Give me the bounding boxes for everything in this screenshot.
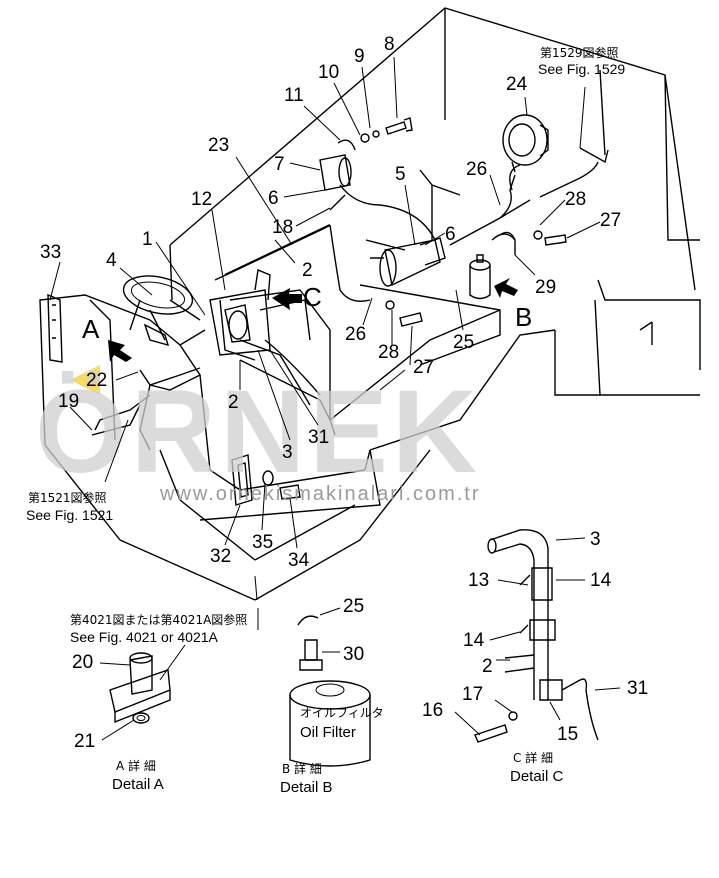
callout-14-lower: 14: [463, 630, 485, 651]
callout-4: 4: [106, 250, 117, 271]
bolt-27-lower: [385, 300, 423, 327]
callout-5: 5: [395, 164, 406, 185]
callout-16: 16: [422, 700, 443, 721]
callout-1: 1: [142, 229, 153, 250]
callout-6-lower: 6: [445, 224, 456, 245]
callout-3-main: 3: [282, 442, 293, 463]
horn: [502, 114, 549, 173]
detail-a: 20 21 A 詳 細 Detail A: [72, 652, 171, 793]
arrow-a-label: A: [82, 314, 100, 344]
callout-3-detail: 3: [590, 529, 601, 550]
ref-4021-jp: 第4021図または第4021A図参照: [70, 612, 247, 627]
callout-31-main: 31: [308, 427, 329, 448]
watermark-text: ÖRNEK: [35, 366, 481, 498]
callout-30: 30: [343, 644, 364, 665]
callout-2-left: 2: [228, 392, 239, 413]
steering-wheel: [122, 275, 201, 347]
console: [209, 269, 271, 356]
callout-21: 21: [74, 731, 95, 752]
callout-33: 33: [40, 242, 61, 263]
arrow-b-label: B: [515, 302, 532, 332]
ref-fig-1529: 第1529図参照 See Fig. 1529: [538, 45, 625, 77]
callout-24: 24: [506, 74, 528, 95]
callout-12: 12: [191, 189, 212, 210]
detail-b-jp: B 詳 細: [282, 761, 322, 776]
arrow-a-icon: [108, 340, 132, 362]
detail-c: 3 13 14 14 2 31 17 16 15 C 詳 細 Detail C: [422, 529, 648, 785]
callout-32: 32: [210, 546, 231, 567]
callout-15: 15: [557, 724, 578, 745]
callout-27-upper: 27: [600, 210, 621, 231]
oil-filter-en: Oil Filter: [300, 724, 356, 741]
callout-25-detail: 25: [343, 596, 364, 617]
callouts-main: 8 9 10 11 23 7 5 6 12 18 6 1 33 4 2 24 2…: [40, 34, 621, 571]
detail-a-en: Detail A: [112, 776, 164, 793]
view-arrow-c: C: [272, 282, 322, 312]
callout-7: 7: [274, 154, 285, 175]
leader-lines: [49, 56, 601, 601]
callout-10: 10: [318, 62, 339, 83]
ref-fig-4021: 第4021図または第4021A図参照 See Fig. 4021 or 4021…: [70, 608, 259, 681]
detail-a-jp: A 詳 細: [116, 758, 156, 773]
bolt-27-upper: [533, 230, 567, 246]
detail-b: 25 30 オイルフィルタ Oil Filter B 詳 細 Detail B: [280, 596, 384, 796]
callout-27-lower: 27: [413, 357, 434, 378]
detail-c-en: Detail C: [510, 768, 564, 785]
ref-1521-jp: 第1521図参照: [28, 490, 107, 505]
callout-11: 11: [284, 85, 304, 106]
view-arrow-a: A: [82, 314, 132, 362]
callout-2-center: 2: [302, 260, 313, 281]
callout-9: 9: [354, 46, 365, 67]
detail-c-jp: C 詳 細: [513, 750, 553, 765]
ref-1529-jp: 第1529図参照: [540, 45, 619, 60]
arrow-c-label: C: [303, 282, 322, 312]
callout-25-main: 25: [453, 332, 474, 353]
ref-4021-en: See Fig. 4021 or 4021A: [70, 629, 219, 645]
callout-26-upper: 26: [466, 159, 487, 180]
callout-20: 20: [72, 652, 93, 673]
callout-31-detail: 31: [627, 678, 648, 699]
clip-29: [491, 233, 516, 241]
watermark-url: www.ornekismakinalari.com.tr: [159, 483, 481, 505]
callout-28-lower: 28: [378, 342, 399, 363]
detail-b-en: Detail B: [280, 779, 333, 796]
callout-23: 23: [208, 135, 229, 156]
arrow-b-icon: [494, 278, 518, 298]
ref-1521-en: See Fig. 1521: [26, 507, 113, 523]
oil-filter-jp: オイルフィルタ: [300, 706, 384, 720]
callout-26-lower: 26: [345, 324, 366, 345]
ref-fig-1521: 第1521図参照 See Fig. 1521: [26, 490, 113, 523]
arrow-c-icon: [272, 288, 302, 310]
callout-8: 8: [384, 34, 395, 55]
watermark: ÖRNEK www.ornekismakinalari.com.tr: [35, 365, 481, 505]
starter-motor: [365, 237, 446, 287]
callout-6-upper: 6: [268, 188, 279, 209]
callout-34: 34: [288, 550, 310, 571]
callout-28-upper: 28: [565, 189, 586, 210]
callout-29: 29: [535, 277, 556, 298]
side-panel-33: [47, 293, 63, 363]
wire-harness: [91, 147, 609, 436]
view-arrow-b: B: [494, 278, 532, 332]
lamp-assembly: [319, 117, 413, 191]
callout-22: 22: [86, 370, 107, 391]
ref-1529-en: See Fig. 1529: [538, 61, 625, 77]
callout-35: 35: [252, 532, 273, 553]
callout-19: 19: [58, 391, 79, 412]
callout-2-detail: 2: [482, 656, 493, 677]
callout-13: 13: [468, 570, 489, 591]
callout-17: 17: [462, 684, 483, 705]
filter-canister: [469, 254, 491, 300]
callout-18: 18: [272, 217, 293, 238]
watermark-arrow-icon: [70, 365, 100, 395]
callout-14-upper: 14: [590, 570, 612, 591]
bracket-32: [231, 454, 301, 506]
